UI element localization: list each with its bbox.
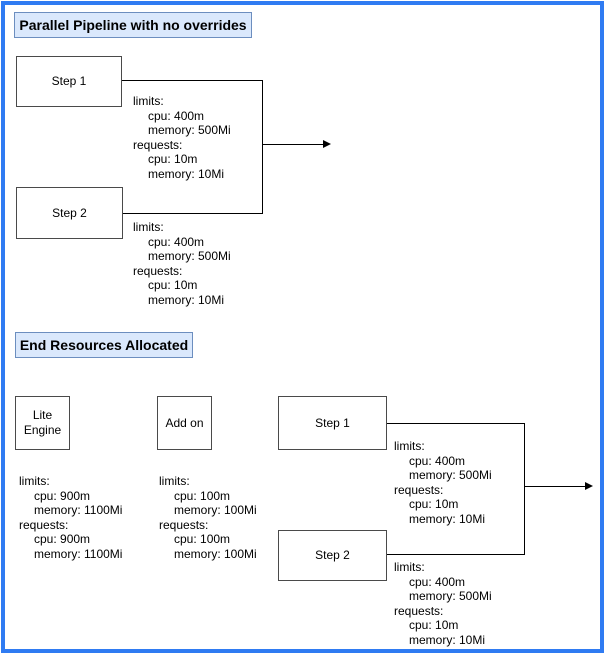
section2-step2-resources: limits: cpu: 400m memory: 500Mi requests… — [394, 560, 492, 647]
resource-line: cpu: 10m — [148, 278, 198, 292]
section1-step1-resources: limits: cpu: 400m memory: 500Mi requests… — [133, 94, 231, 181]
resource-line: requests: — [133, 137, 183, 152]
section2-step1-node: Step 1 — [278, 396, 387, 450]
lite-engine-label-line1: Lite — [32, 408, 53, 422]
resource-line: memory: 100Mi — [174, 503, 257, 517]
connector-arrow-shaft — [262, 144, 323, 145]
section2-step1-label: Step 1 — [315, 415, 350, 430]
resource-line: memory: 1100Mi — [34, 503, 123, 517]
lite-engine-resources: limits: cpu: 900m memory: 1100Mi request… — [19, 474, 122, 561]
resource-line: memory: 1100Mi — [34, 546, 123, 561]
section2-step2-label: Step 2 — [315, 548, 350, 562]
resource-line: requests: — [394, 603, 444, 618]
resource-line: cpu: 400m — [148, 108, 205, 123]
connector-arrow-shaft — [524, 486, 585, 487]
resource-line: memory: 500Mi — [409, 468, 492, 482]
section2-title-label: End Resources Allocated — [19, 337, 189, 353]
add-on-label: Add on — [165, 415, 204, 430]
section2-step2-node: Step 2 — [278, 530, 387, 581]
resource-line: cpu: 100m — [174, 488, 231, 503]
connector-line — [387, 423, 524, 424]
resource-line: memory: 500Mi — [409, 589, 492, 603]
add-on-resources: limits: cpu: 100m memory: 100Mi requests… — [159, 474, 257, 561]
section1-title: Parallel Pipeline with no overrides — [14, 12, 252, 38]
connector-line — [524, 423, 525, 555]
resource-line: requests: — [19, 517, 69, 532]
resource-line: limits: — [133, 220, 164, 234]
section1-step2-label: Step 2 — [52, 205, 87, 220]
section1-title-label: Parallel Pipeline with no overrides — [19, 17, 247, 33]
resource-line: cpu: 10m — [148, 152, 198, 166]
connector-line — [123, 213, 262, 214]
arrow-head-icon — [323, 140, 331, 148]
resource-line: requests: — [133, 263, 183, 278]
resource-line: memory: 10Mi — [148, 292, 225, 307]
resource-line: cpu: 900m — [34, 488, 91, 503]
connector-line — [122, 80, 262, 81]
section2-step1-resources: limits: cpu: 400m memory: 500Mi requests… — [394, 439, 492, 526]
resource-line: cpu: 100m — [174, 532, 231, 546]
resource-line: cpu: 400m — [148, 234, 205, 249]
resource-line: memory: 500Mi — [148, 123, 231, 137]
resource-line: cpu: 900m — [34, 532, 91, 546]
arrow-head-icon — [585, 482, 593, 490]
resource-line: memory: 10Mi — [409, 632, 486, 647]
resource-line: memory: 500Mi — [148, 249, 231, 263]
resource-line: limits: — [394, 560, 425, 574]
resource-line: cpu: 10m — [409, 497, 459, 511]
section1-step1-node: Step 1 — [16, 56, 122, 107]
resource-line: cpu: 400m — [409, 453, 466, 468]
resource-line: memory: 10Mi — [148, 166, 225, 181]
resource-line: requests: — [394, 482, 444, 497]
resource-line: requests: — [159, 517, 209, 532]
resource-line: cpu: 400m — [409, 574, 466, 589]
resource-line: memory: 10Mi — [409, 511, 486, 526]
resource-line: limits: — [159, 474, 190, 488]
section2-title: End Resources Allocated — [15, 332, 193, 358]
resource-line: limits: — [19, 474, 50, 488]
add-on-node: Add on — [157, 396, 212, 450]
section1-step2-node: Step 2 — [16, 187, 123, 239]
connector-line — [262, 80, 263, 214]
resource-line: cpu: 10m — [409, 618, 459, 632]
section1-step1-label: Step 1 — [51, 74, 87, 88]
connector-line — [387, 554, 524, 555]
resource-line: memory: 100Mi — [174, 546, 257, 561]
lite-engine-label-line2: Engine — [23, 423, 62, 437]
resource-line: limits: — [133, 94, 164, 108]
lite-engine-node: Lite Engine — [15, 396, 70, 450]
resource-line: limits: — [394, 439, 425, 453]
section1-step2-resources: limits: cpu: 400m memory: 500Mi requests… — [133, 220, 231, 307]
